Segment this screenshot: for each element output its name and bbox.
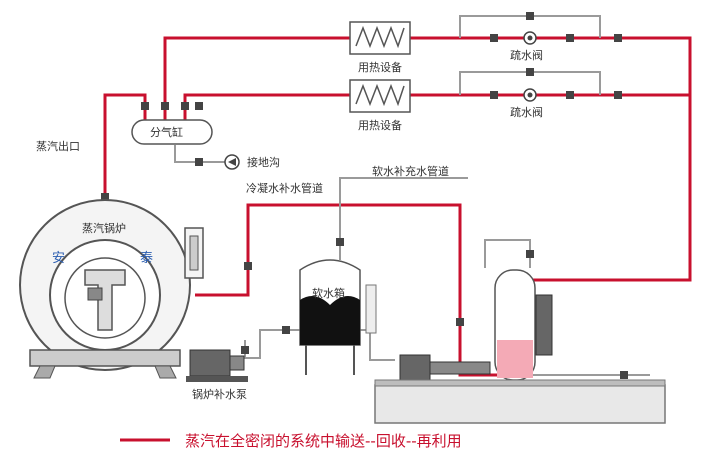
steam-boiler <box>19 199 204 379</box>
drain-valve-top <box>523 31 537 45</box>
brand-left: 安 <box>52 251 65 266</box>
water-pipes <box>174 15 650 376</box>
heat-equipment-top <box>349 21 411 55</box>
soft-water-tank-label: 软水箱 <box>312 286 345 300</box>
heat-equipment-bottom-label: 用热设备 <box>358 118 402 132</box>
drain-valve-bottom-label: 疏水阀 <box>510 105 543 119</box>
steam-header <box>131 119 213 145</box>
feed-pump-label: 锅炉补水泵 <box>192 388 247 401</box>
foundation <box>374 379 666 424</box>
legend-text: 蒸汽在全密闭的系统中输送--回收--再利用 <box>185 432 462 450</box>
ground-drain-valve <box>224 154 240 170</box>
drain-valve-bottom <box>523 88 537 102</box>
heat-equipment-bottom <box>349 79 411 113</box>
ground-drain-label: 接地沟 <box>247 156 280 169</box>
soft-water-pipe-label: 软水补充水管道 <box>372 164 449 178</box>
drain-valve-top-label: 疏水阀 <box>510 48 543 62</box>
steam-outlet-label: 蒸汽出口 <box>36 139 80 153</box>
boiler-label: 蒸汽锅炉 <box>82 221 126 235</box>
steam-header-label: 分气缸 <box>150 125 183 139</box>
soft-water-tank <box>299 259 377 375</box>
brand-right: 泰 <box>140 251 153 266</box>
condensate-pipe-label: 冷凝水补水管道 <box>246 181 323 195</box>
heat-equipment-top-label: 用热设备 <box>358 60 402 74</box>
steam-pipes <box>103 36 692 377</box>
valve-symbols <box>101 12 628 379</box>
condensate-recovery-unit <box>399 269 553 384</box>
feed-pump <box>186 349 248 382</box>
legend: 蒸汽在全密闭的系统中输送--回收--再利用 <box>120 432 462 450</box>
